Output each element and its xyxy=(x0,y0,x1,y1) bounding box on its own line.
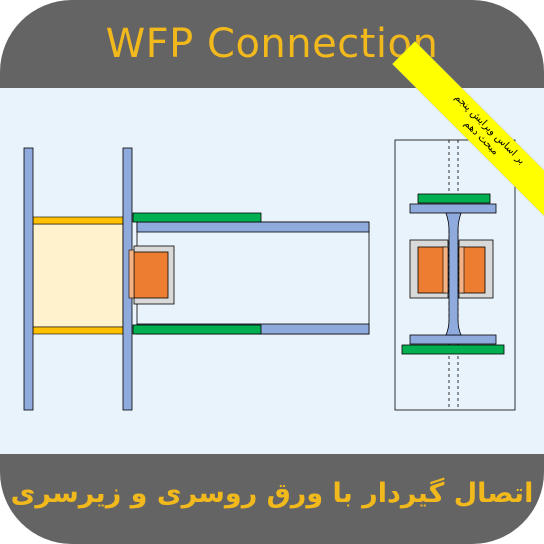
section-web-plate-right xyxy=(460,246,486,294)
header-band: WFP Connection xyxy=(0,0,544,88)
elevation-view xyxy=(23,147,370,411)
web-plate-elevation xyxy=(133,251,169,299)
continuity-plate-bottom xyxy=(32,326,124,335)
section-weld-left xyxy=(442,246,449,294)
shear-tab-weld xyxy=(128,249,135,299)
top-flange-plate xyxy=(132,212,262,223)
section-beam-web xyxy=(445,212,462,336)
section-beam-bottom-flange xyxy=(409,334,497,345)
beam-web xyxy=(136,221,370,335)
section-beam-top-flange xyxy=(409,203,497,214)
section-web-plate-left xyxy=(417,246,447,294)
section-weld-right xyxy=(458,246,465,294)
page-subtitle: اتصال گیردار با ورق روسری و زیرسری xyxy=(10,477,534,509)
panel-zone xyxy=(32,223,124,328)
page-title: WFP Connection xyxy=(105,21,439,67)
continuity-plate-top xyxy=(32,216,124,225)
section-view xyxy=(394,139,516,411)
bottom-flange-plate xyxy=(132,324,262,335)
section-top-flange-plate xyxy=(417,193,491,204)
footer-band: اتصال گیردار با ورق روسری و زیرسری xyxy=(0,454,544,544)
beam-top-flange xyxy=(136,221,370,233)
column-flange-left xyxy=(23,147,34,411)
section-bottom-flange-plate xyxy=(401,344,505,355)
